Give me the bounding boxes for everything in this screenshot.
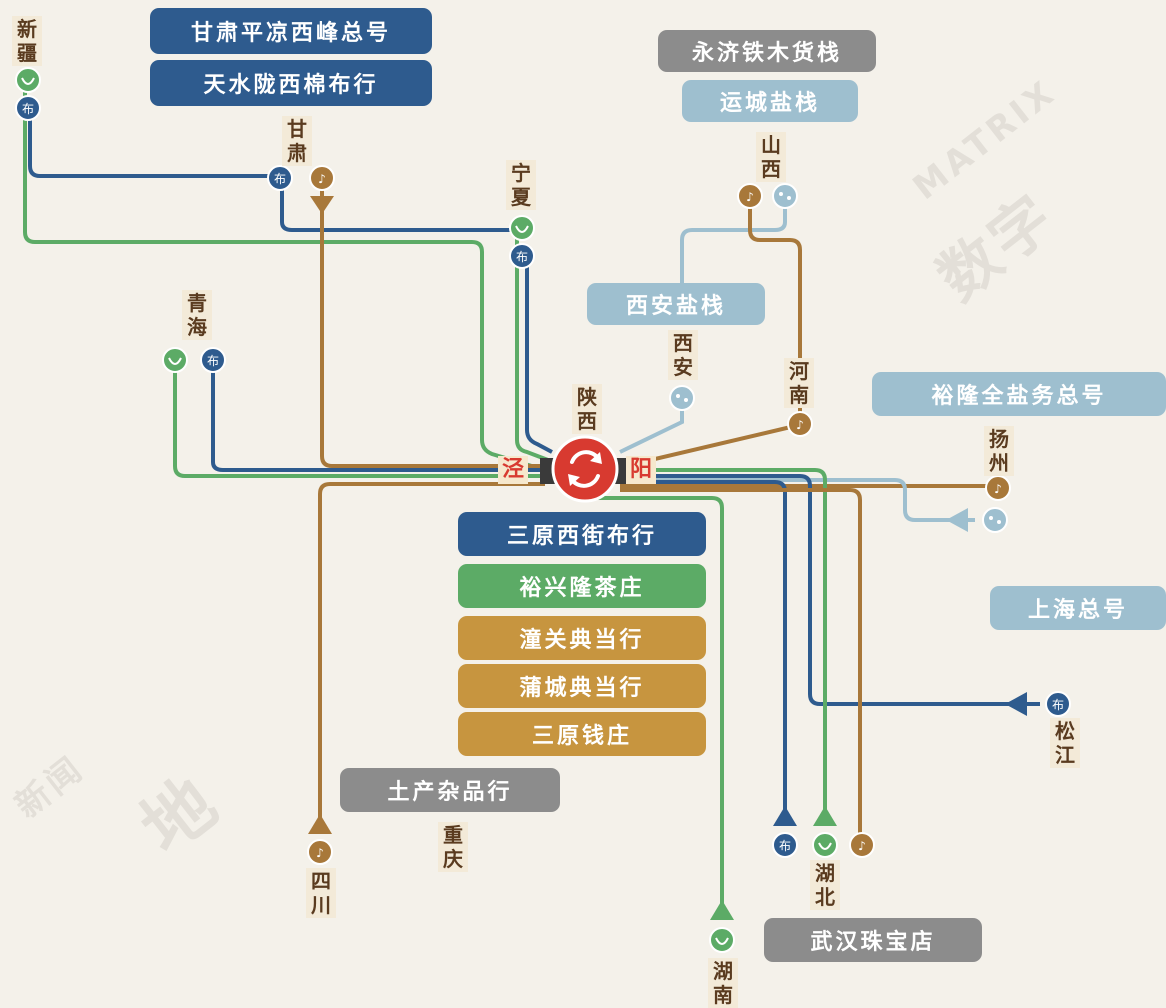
hub-label-jing: 泾	[498, 456, 529, 484]
route-qinghai-cloth	[211, 368, 545, 472]
svg-text:布: 布	[516, 250, 528, 264]
route-hubei-tea-arrow	[813, 806, 837, 826]
tea-leaf-icon-xinjiang	[15, 67, 41, 93]
route-ningxia-tea	[515, 238, 549, 462]
place-yangzhou: 扬州	[984, 426, 1014, 476]
hub-label-shaanxi: 陕西	[572, 384, 602, 434]
route-hubei-finance	[620, 488, 862, 840]
svg-text:♪: ♪	[746, 190, 754, 204]
svg-text:布: 布	[274, 172, 286, 186]
tea-leaf-icon-hunan	[709, 927, 735, 953]
place-henan: 河南	[784, 358, 814, 408]
route-gansu-cloth	[280, 188, 512, 232]
company-sanyuan-bank: 三原钱庄	[458, 712, 706, 756]
svg-text:布: 布	[779, 839, 791, 853]
place-ningxia: 宁夏	[506, 160, 536, 210]
route-sichuan-arrow	[308, 814, 332, 834]
company-xian-salt: 西安盐栈	[587, 283, 765, 325]
money-icon-yangzhou: ♪	[985, 475, 1011, 501]
route-xinjiang-tea	[23, 90, 546, 472]
route-songjiang-cloth	[620, 474, 1040, 706]
route-salt-arrow	[946, 508, 968, 532]
tea-leaf-icon-qinghai	[162, 347, 188, 373]
route-ningxia-cloth	[525, 266, 553, 454]
route-xinjiang-cloth	[28, 118, 280, 178]
company-sanyuan-cloth: 三原西街布行	[458, 512, 706, 556]
route-hunan-tea	[588, 494, 724, 905]
cloth-icon-hubei: 布	[772, 832, 798, 858]
svg-text:布: 布	[207, 354, 219, 368]
svg-text:♪: ♪	[318, 172, 326, 186]
place-xian: 西安	[668, 330, 698, 380]
svg-text:♪: ♪	[858, 839, 866, 853]
money-icon-gansu: ♪	[309, 165, 335, 191]
place-chongqing: 重庆	[438, 822, 468, 872]
money-icon-hubei: ♪	[849, 832, 875, 858]
company-tianshui: 天水陇西棉布行	[150, 60, 432, 106]
money-icon-sichuan: ♪	[307, 839, 333, 865]
company-yongji: 永济铁木货栈	[658, 30, 876, 72]
company-yuxinglong: 裕兴隆茶庄	[458, 564, 706, 608]
money-icon-shanxi: ♪	[737, 183, 763, 209]
route-shanxi-salt	[680, 202, 787, 290]
company-gansu-pingliang: 甘肃平凉西峰总号	[150, 8, 432, 54]
salt-icon-east	[982, 507, 1008, 533]
cloth-icon-songjiang: 布	[1045, 691, 1071, 717]
cloth-icon-xinjiang: 布	[15, 95, 41, 121]
salt-icon-xian	[669, 385, 695, 411]
route-sichuan-finance	[318, 482, 545, 820]
hub-circle	[551, 435, 619, 503]
place-qinghai: 青海	[182, 290, 212, 340]
route-hunan-arrow	[710, 900, 734, 920]
svg-text:♪: ♪	[994, 482, 1002, 496]
route-east-salt	[620, 478, 975, 522]
company-tuchan: 土产杂品行	[340, 768, 560, 812]
route-xian-salt	[619, 410, 684, 454]
hub-label-yang: 阳	[626, 456, 657, 484]
cloth-icon-ningxia: 布	[509, 243, 535, 269]
place-xinjiang: 新疆	[12, 16, 42, 66]
company-wuhan: 武汉珠宝店	[764, 918, 982, 962]
route-shanxi-finance	[748, 204, 802, 420]
refresh-icon	[570, 450, 600, 488]
place-gansu: 甘肃	[282, 116, 312, 166]
route-hubei-tea	[620, 468, 827, 810]
svg-text:♪: ♪	[796, 418, 804, 432]
svg-text:布: 布	[1052, 698, 1064, 712]
cloth-icon-gansu: 布	[267, 165, 293, 191]
place-sichuan: 四川	[306, 868, 336, 918]
tea-leaf-icon-ningxia	[509, 215, 535, 241]
route-hubei-cloth-arrow	[773, 806, 797, 826]
route-songjiang-arrow	[1005, 692, 1027, 716]
place-hubei: 湖北	[810, 860, 840, 910]
cloth-icon-qinghai: 布	[200, 347, 226, 373]
tea-leaf-icon-hubei	[812, 832, 838, 858]
company-yuncheng: 运城盐栈	[682, 80, 858, 122]
route-gansu-arrow	[310, 196, 334, 214]
company-pucheng: 蒲城典当行	[458, 664, 706, 708]
route-gansu-finance	[320, 186, 545, 468]
place-shanxi: 山西	[756, 132, 786, 182]
route-qinghai-tea	[173, 368, 545, 478]
company-tongguan: 潼关典当行	[458, 616, 706, 660]
company-yulong: 裕隆全盐务总号	[872, 372, 1166, 416]
svg-text:布: 布	[22, 102, 34, 116]
svg-text:♪: ♪	[316, 846, 324, 860]
place-songjiang: 松江	[1050, 718, 1080, 768]
money-icon-henan: ♪	[787, 411, 813, 437]
place-hunan: 湖南	[708, 958, 738, 1008]
company-shanghai: 上海总号	[990, 586, 1166, 630]
salt-icon-shanxi	[772, 183, 798, 209]
